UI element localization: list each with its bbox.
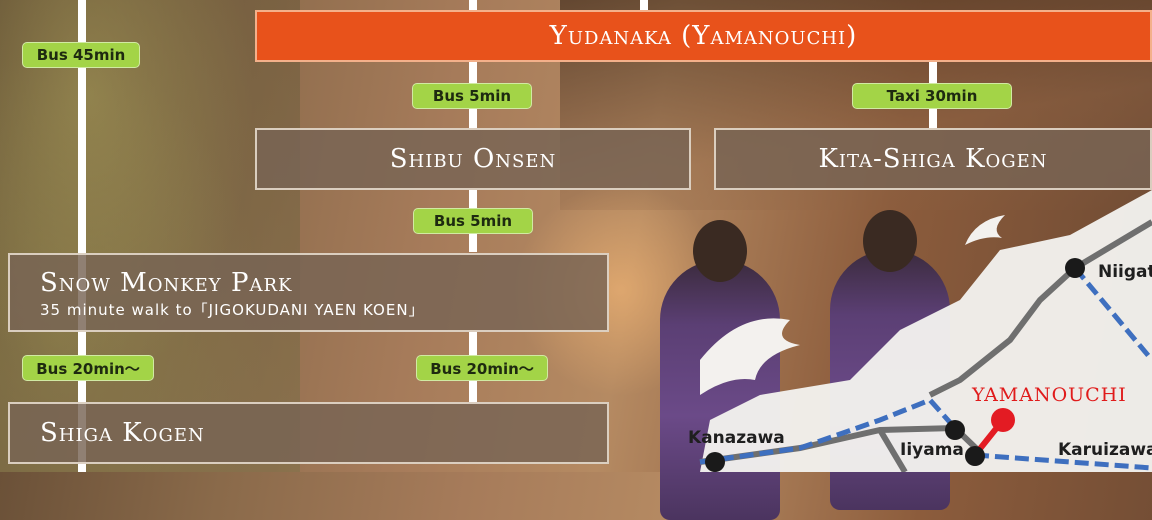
station-iiyama [945, 420, 965, 440]
snow-monkey-park-note: 35 minute walk to「JIGOKUDANI YAEN KOEN」 [40, 301, 425, 319]
rail-gray-north [928, 265, 1078, 398]
station-nagano [965, 446, 985, 466]
transport-bus-5-snow-monkey: Bus 5min [413, 208, 533, 234]
transport-bus-5-shibu: Bus 5min [412, 83, 532, 109]
map-island-wave [965, 215, 1005, 245]
route-line-top-right [640, 0, 648, 10]
route-map [699, 190, 1152, 472]
station-niigata [1065, 258, 1085, 278]
station-yamanouchi [991, 408, 1015, 432]
shiga-kogen-label: Shiga Kogen [40, 418, 205, 448]
rail-blue-karuizawa [974, 452, 1152, 471]
transport-bus-20-mid: Bus 20min～ [416, 355, 548, 381]
station-kanazawa [705, 452, 725, 472]
rail-gray-coast [1073, 219, 1152, 271]
yudanaka-header: Yudanaka (Yamanouchi) [255, 10, 1152, 62]
snow-monkey-park-label: Snow Monkey Park [40, 268, 293, 298]
city-yamanouchi: YAMANOUCHI [972, 384, 1127, 406]
route-line-left [78, 0, 86, 472]
map-wave-left [700, 318, 800, 395]
shibu-onsen-box: Shibu Onsen [255, 128, 691, 190]
city-kanazawa: Kanazawa [688, 428, 785, 448]
route-line-top-mid [469, 0, 477, 10]
shibu-onsen-label: Shibu Onsen [389, 144, 557, 174]
city-iiyama: Iiyama [900, 440, 964, 460]
map-land [700, 190, 1152, 472]
city-niigata: Niigat [1098, 262, 1152, 282]
shiga-kogen-box: Shiga Kogen [8, 402, 609, 464]
transport-taxi-30: Taxi 30min [852, 83, 1012, 109]
bamboo-background [0, 0, 300, 472]
transport-bus-20-left: Bus 20min～ [22, 355, 154, 381]
transport-bus-45: Bus 45min [22, 42, 140, 68]
city-karuizawa: Karuizawa [1058, 440, 1152, 460]
header-title: Yudanaka (Yamanouchi) [549, 21, 858, 51]
rail-gray-branch [877, 428, 908, 472]
snow-monkey-park-box: Snow Monkey Park 35 minute walk to「JIGOK… [8, 253, 609, 332]
rail-blue-main [699, 397, 957, 465]
kita-shiga-kogen-box: Kita-Shiga Kogen [714, 128, 1152, 190]
kita-shiga-kogen-label: Kita-Shiga Kogen [818, 144, 1048, 174]
